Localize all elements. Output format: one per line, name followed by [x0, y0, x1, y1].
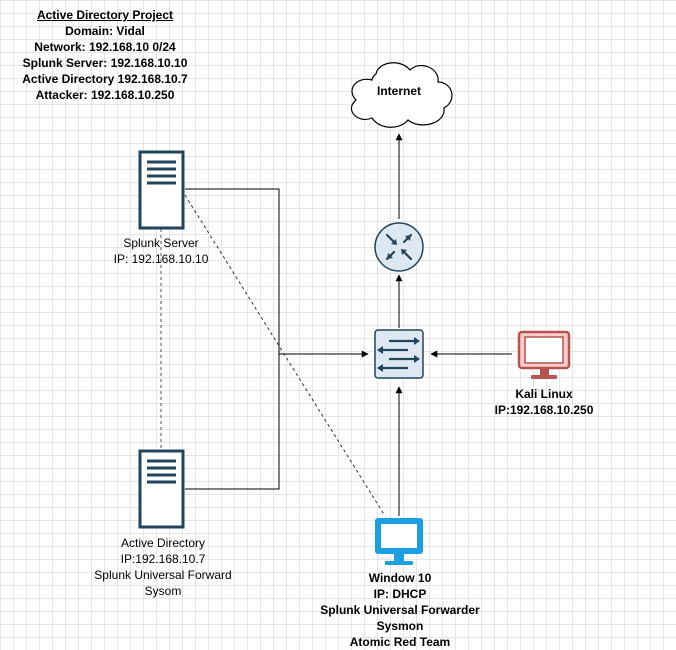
cloud-icon [350, 62, 453, 128]
server-icon [138, 150, 185, 230]
kali-label: Kali Linux IP:192.168.10.250 [474, 386, 614, 418]
project-ad: Active Directory 192.168.10.7 [22, 72, 188, 86]
link-ad-to-bus [185, 354, 280, 490]
ad-name: Active Directory [120, 536, 206, 550]
project-domain: Domain: Vidal [65, 24, 145, 38]
windows-label: Window 10 IP: DHCP Splunk Universal Forw… [300, 570, 500, 650]
internet-label: Internet [376, 84, 421, 98]
windows-name: Window 10 [368, 571, 432, 585]
project-network: Network: 192.168.10 0/24 [34, 40, 176, 54]
windows-ip: IP: DHCP [373, 587, 427, 601]
project-title: Active Directory Project [36, 8, 174, 22]
kali-ip: IP:192.168.10.250 [494, 403, 594, 417]
monitor-icon [517, 330, 571, 379]
windows-atomic: Atomic Red Team [349, 635, 451, 649]
ad-forwarder: Splunk Universal Forward [94, 568, 232, 582]
project-splunk: Splunk Server: 192.168.10.10 [22, 56, 188, 70]
splunk-server-ip: IP: 192.168.10.10 [113, 252, 209, 266]
windows-sysmon: Sysmon [376, 619, 424, 633]
server-icon [138, 449, 185, 529]
kali-name: Kali Linux [515, 387, 573, 401]
router-icon [374, 222, 424, 272]
splunk-server-name: Splunk Server [123, 236, 199, 250]
monitor-icon [375, 518, 423, 565]
splunk-server-label: Splunk Server IP: 192.168.10.10 [81, 235, 241, 267]
switch-icon [374, 329, 424, 379]
link-splunk-to-switch [185, 188, 369, 358]
ad-ip: IP:192.168.10.7 [120, 552, 206, 566]
windows-forwarder: Splunk Universal Forwarder [320, 603, 480, 617]
ad-sysmon: Sysom [144, 584, 182, 598]
active-directory-label: Active Directory IP:192.168.10.7 Splunk … [63, 535, 263, 599]
project-attacker: Attacker: 192.168.10.250 [35, 88, 175, 102]
project-info: Active Directory Project Domain: Vidal N… [0, 7, 210, 103]
